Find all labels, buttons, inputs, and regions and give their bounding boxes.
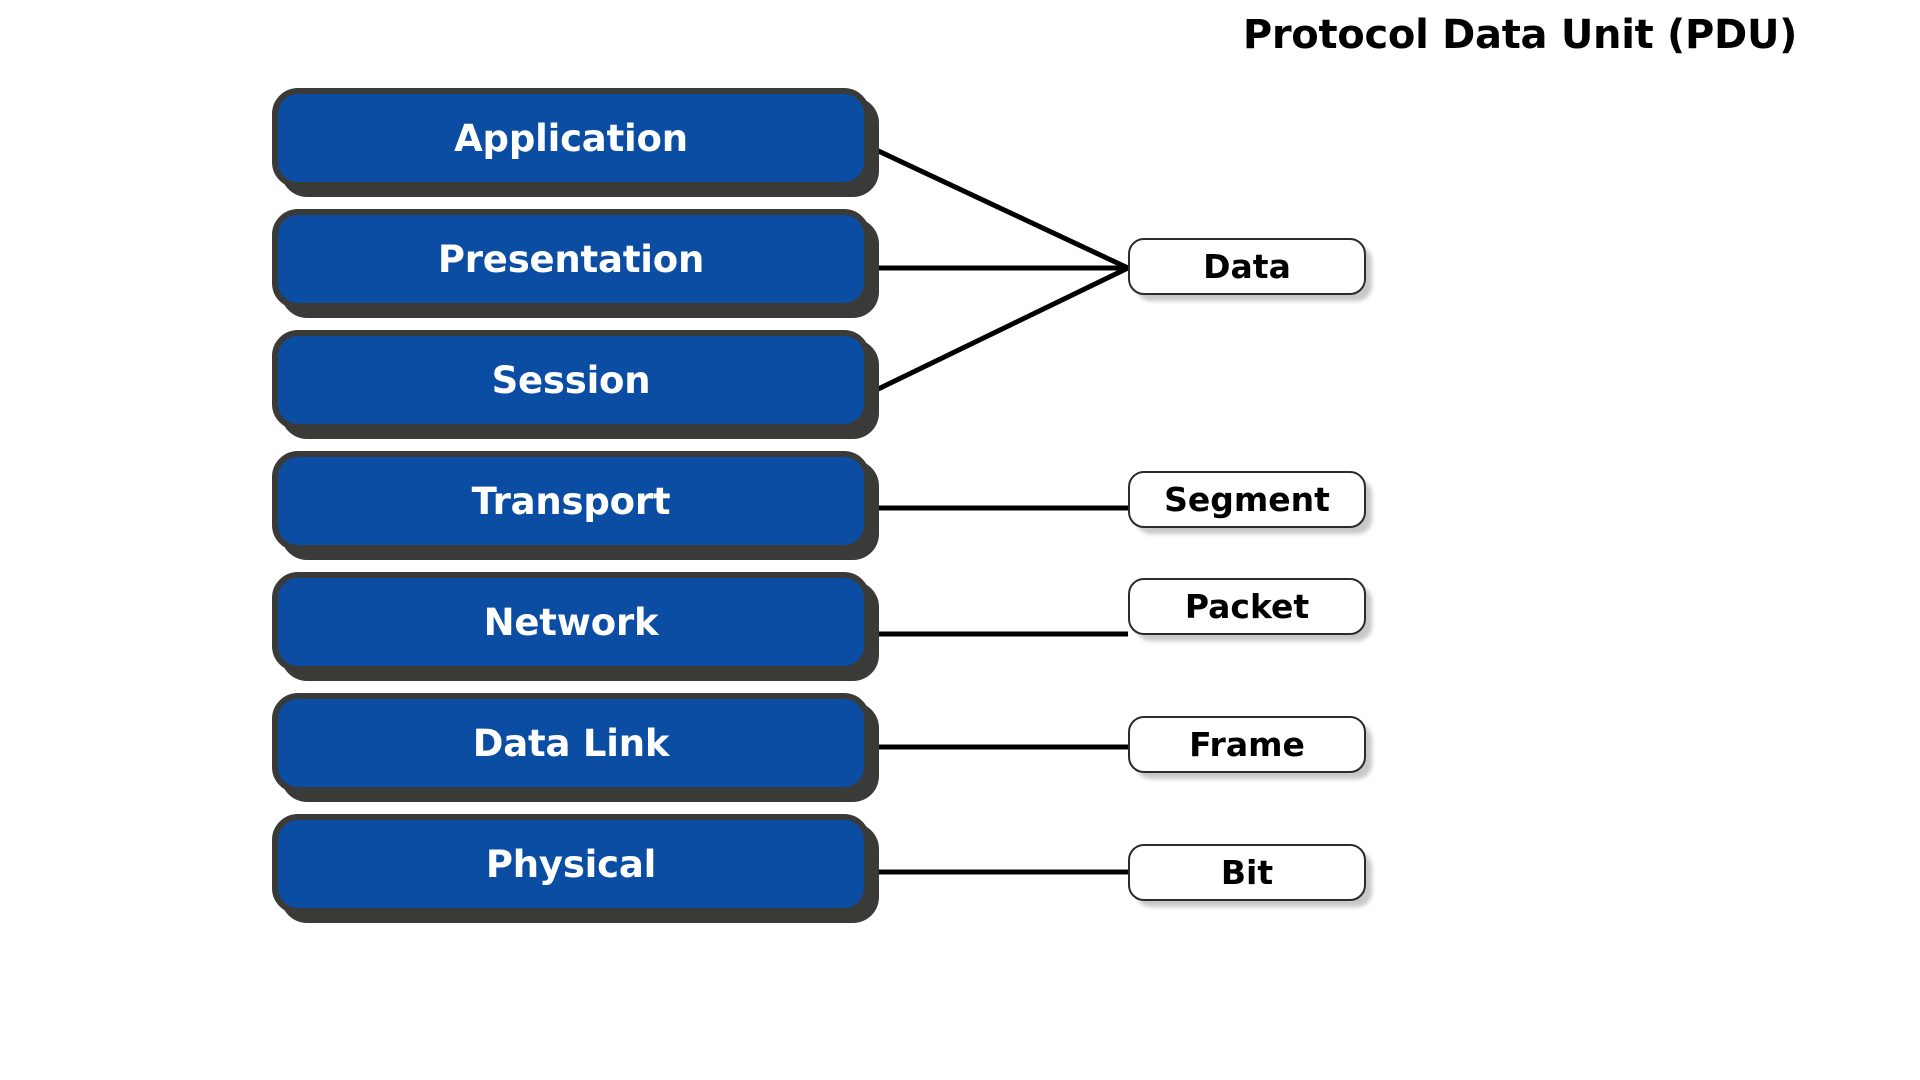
osi-layer-physical[interactable]: Physical	[272, 814, 870, 914]
osi-layer-data-link[interactable]: Data Link	[272, 693, 870, 793]
pdu-box-segment[interactable]: Segment	[1128, 471, 1366, 528]
pdu-box-frame[interactable]: Frame	[1128, 716, 1366, 773]
connector-application-to-data	[870, 145, 1130, 271]
osi-layer-label: Network	[483, 600, 659, 644]
pdu-label: Data	[1203, 247, 1291, 286]
osi-layer-session[interactable]: Session	[272, 330, 870, 430]
osi-layer-label: Session	[491, 358, 651, 402]
osi-layer-label: Presentation	[437, 237, 705, 281]
pdu-box-bit[interactable]: Bit	[1128, 844, 1366, 901]
pdu-box-packet[interactable]: Packet	[1128, 578, 1366, 635]
osi-layer-network[interactable]: Network	[272, 572, 870, 672]
osi-layer-label: Physical	[485, 842, 657, 886]
pdu-label: Bit	[1220, 853, 1274, 892]
pdu-label: Frame	[1189, 725, 1305, 764]
pdu-label: Segment	[1164, 480, 1330, 519]
connector-session-to-data	[870, 265, 1130, 395]
osi-layer-label: Transport	[471, 479, 671, 523]
osi-layer-label: Data Link	[472, 721, 670, 765]
pdu-label: Packet	[1184, 587, 1310, 626]
osi-layer-transport[interactable]: Transport	[272, 451, 870, 551]
osi-layer-presentation[interactable]: Presentation	[272, 209, 870, 309]
pdu-box-data[interactable]: Data	[1128, 238, 1366, 295]
osi-layer-application[interactable]: Application	[272, 88, 870, 188]
osi-layer-label: Application	[454, 116, 688, 160]
page-title: Protocol Data Unit (PDU)	[1242, 12, 1798, 58]
